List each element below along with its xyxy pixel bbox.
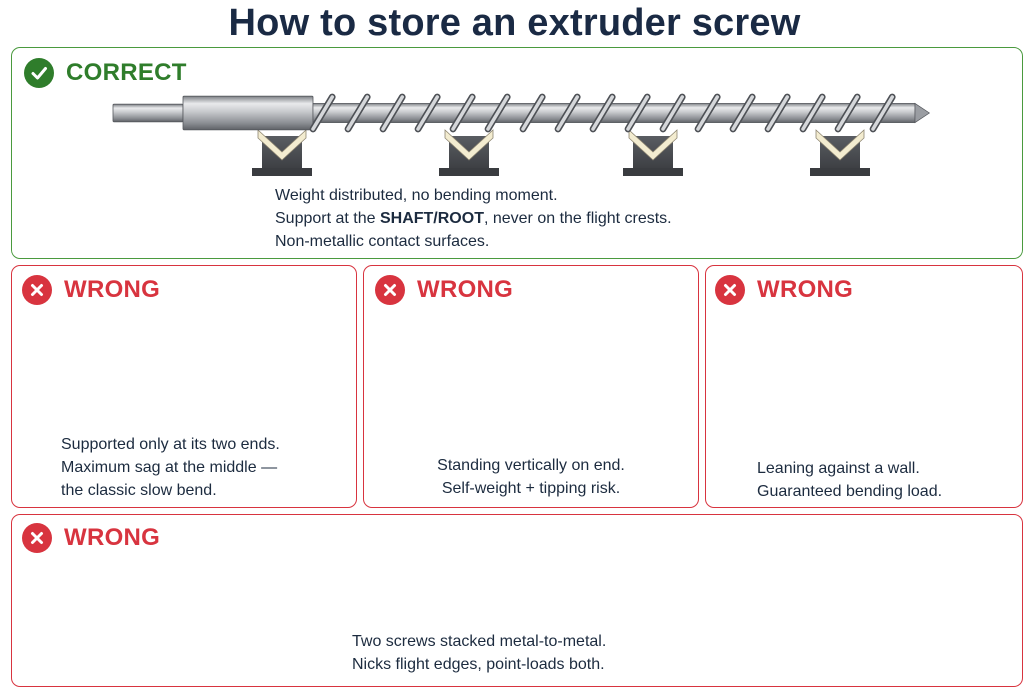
wrong-caption-1: Supported only at its two ends. Maximum … xyxy=(61,433,280,502)
wrong-caption-4: Two screws stacked metal-to-metal. Nicks… xyxy=(352,630,606,676)
correct-illustration xyxy=(112,93,931,176)
wrong-label-3: WRONG xyxy=(757,276,854,303)
x-icon xyxy=(22,523,52,553)
wrong-panel-vertical xyxy=(363,265,699,508)
wrong-1-line-1: Supported only at its two ends. xyxy=(61,436,280,453)
v-block-support xyxy=(810,129,870,176)
non-metallic-pad xyxy=(444,129,494,161)
wrong-panel-leaning xyxy=(705,265,1023,508)
support-base xyxy=(252,168,312,176)
correct-line-3: Non-metallic contact surfaces. xyxy=(275,233,490,250)
wrong-3-line-1: Leaning against a wall. xyxy=(757,460,920,477)
wrong-header-3: WRONG xyxy=(715,275,853,305)
check-icon xyxy=(24,58,54,88)
non-metallic-pad xyxy=(815,129,865,161)
v-block-support xyxy=(252,129,312,176)
wrong-panel-stacked xyxy=(11,514,1023,687)
wrong-header-4: WRONG xyxy=(22,523,160,553)
x-icon xyxy=(715,275,745,305)
wrong-4-line-2: Nicks flight edges, point-loads both. xyxy=(352,656,605,673)
x-icon xyxy=(375,275,405,305)
wrong-label-2: WRONG xyxy=(417,276,514,303)
support-base xyxy=(439,168,499,176)
wrong-header-2: WRONG xyxy=(375,275,513,305)
wrong-4-line-1: Two screws stacked metal-to-metal. xyxy=(352,633,607,650)
wrong-label-4: WRONG xyxy=(64,524,161,551)
wrong-caption-2: Standing vertically on end. Self-weight … xyxy=(363,454,699,500)
wrong-2-line-1: Standing vertically on end. xyxy=(437,457,625,474)
non-metallic-pad xyxy=(628,129,678,161)
screw-root xyxy=(312,103,916,123)
v-block-support xyxy=(439,129,499,176)
correct-line-1: Weight distributed, no bending moment. xyxy=(275,187,558,204)
correct-line-2: Support at the SHAFT/ROOT, never on the … xyxy=(275,210,672,227)
wrong-1-line-2: Maximum sag at the middle — xyxy=(61,459,278,476)
screw-flight-highlight xyxy=(311,95,895,131)
x-icon xyxy=(22,275,52,305)
correct-caption: Weight distributed, no bending moment. S… xyxy=(275,184,672,253)
screw-tip xyxy=(914,102,931,124)
support-base xyxy=(810,168,870,176)
screw-drive-end xyxy=(112,103,184,123)
wrong-panel-ends-support xyxy=(11,265,357,508)
screw-shank xyxy=(182,95,314,131)
support-base xyxy=(623,168,683,176)
wrong-3-line-2: Guaranteed bending load. xyxy=(757,483,943,500)
wrong-header-1: WRONG xyxy=(22,275,160,305)
wrong-label-1: WRONG xyxy=(64,276,161,303)
wrong-caption-3: Leaning against a wall. Guaranteed bendi… xyxy=(757,457,942,503)
correct-line-2-emphasis: SHAFT/ROOT xyxy=(379,210,484,227)
page-title: How to store an extruder screw xyxy=(228,2,801,44)
wrong-2-line-2: Self-weight + tipping risk. xyxy=(441,480,621,497)
correct-label: CORRECT xyxy=(66,59,187,86)
non-metallic-pad xyxy=(257,129,307,161)
wrong-1-line-3: the classic slow bend. xyxy=(61,482,217,499)
correct-screw xyxy=(112,93,931,133)
correct-header: CORRECT xyxy=(24,58,187,88)
v-block-support xyxy=(623,129,683,176)
